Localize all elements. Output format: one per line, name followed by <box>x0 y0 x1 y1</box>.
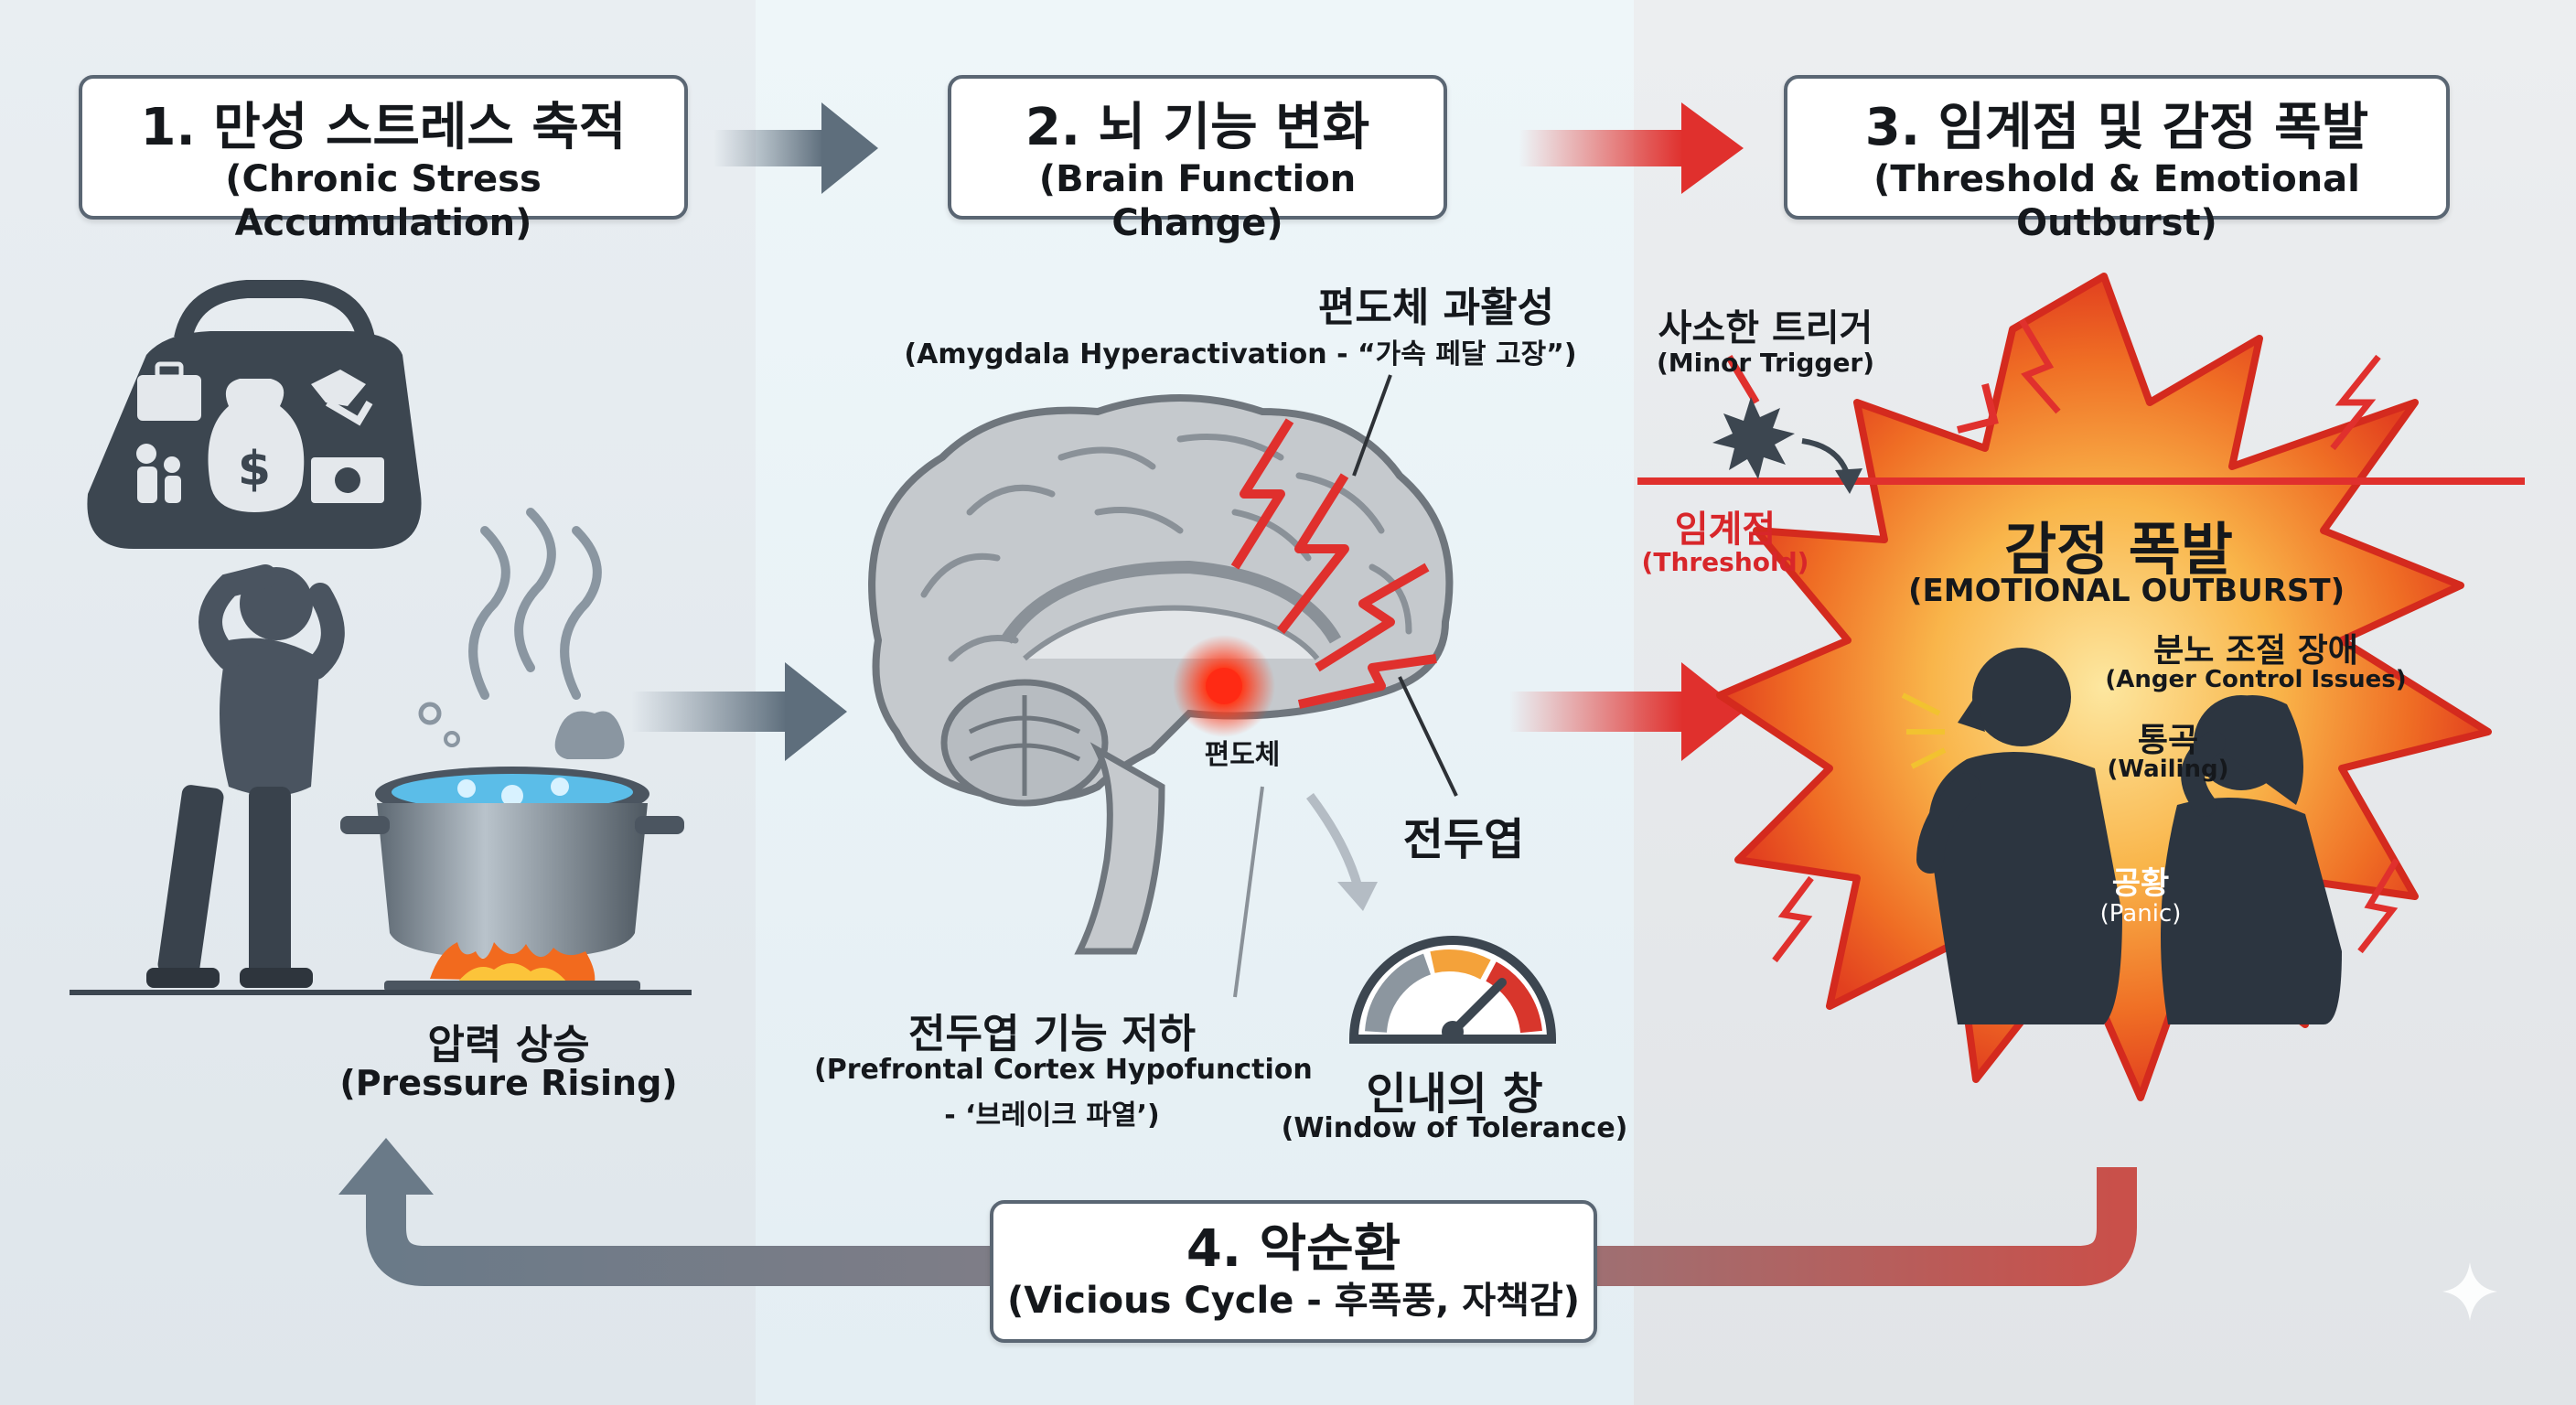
stage3-title: 3. 임계점 및 감정 폭발 <box>1864 98 2369 157</box>
shouting-person-silhouette <box>1916 648 2122 1024</box>
anger-subtitle: (Anger Control Issues) <box>2105 666 2407 693</box>
stage1-subtitle: (Chronic Stress Accumulation) <box>225 158 542 244</box>
stage4-subtitle: (Vicious Cycle - 후폭풍, 자책감) <box>1007 1280 1580 1322</box>
pfc-subtitle-line1: (Prefrontal Cortex Hypofunction <box>814 1054 1313 1086</box>
stage4-box: 4. 악순환 (Vicious Cycle - 후폭풍, 자책감) <box>990 1200 1597 1343</box>
arrow-brain-to-outburst <box>1509 662 1744 761</box>
stress-bag-icon <box>87 280 422 549</box>
stage3-subtitle: (Threshold & Emotional Outburst) <box>1873 158 2360 244</box>
stressed-person-icon <box>146 564 345 988</box>
threshold-subtitle: (Threshold) <box>1641 547 1809 577</box>
boiling-pot-icon <box>340 508 684 992</box>
trigger-title: 사소한 트리거 <box>1658 307 1873 349</box>
outburst-title: 감정 폭발 <box>2004 516 2233 583</box>
ground-line <box>70 990 692 995</box>
outburst-subtitle: (EMOTIONAL OUTBURST) <box>1908 573 2345 609</box>
amygdala-label: 편도체 <box>1204 739 1281 771</box>
tolerance-gauge-icon <box>1348 936 1557 1044</box>
arrow-stage2-to-stage3 <box>1519 102 1744 194</box>
pfc-title: 전두엽 기능 저하 <box>908 1011 1196 1057</box>
stage2-subtitle: (Brain Function Change) <box>1038 158 1357 244</box>
small-lightning-icons <box>1772 318 2400 963</box>
wailing-title: 통곡 <box>2137 722 2199 759</box>
panic-subtitle: (Panic) <box>2099 900 2182 928</box>
window-subtitle: (Window of Tolerance) <box>1281 1112 1628 1144</box>
dollar-icon: $ <box>238 442 271 497</box>
panic-title: 공황 <box>2111 865 2170 902</box>
stress-spark-icons <box>1901 692 1947 769</box>
brain-icon <box>868 394 1454 955</box>
amygdala-leader-line <box>1352 374 1392 477</box>
anger-title: 분노 조절 장애 <box>2153 632 2358 670</box>
pfc-leader-line <box>1233 786 1264 998</box>
pressure-title: 압력 상승 <box>427 1022 590 1068</box>
amygdala-subtitle: (Amygdala Hyperactivation - “가속 페달 고장”) <box>904 338 1577 370</box>
stage2-title: 2. 뇌 기능 변화 <box>1025 98 1370 157</box>
sparkle-icon <box>2442 1262 2497 1321</box>
amygdala-title: 편도체 과활성 <box>1317 284 1555 331</box>
stage3-box: 3. 임계점 및 감정 폭발 (Threshold & Emotional Ou… <box>1784 75 2450 244</box>
pfc-subtitle-line2: - ‘브레이크 파열’) <box>944 1099 1160 1132</box>
stage1-title: 1. 만성 스트레스 축적 <box>140 98 627 157</box>
threshold-title: 임계점 <box>1674 509 1776 551</box>
stage4-title: 4. 악순환 <box>1186 1219 1401 1279</box>
stage2-box: 2. 뇌 기능 변화 (Brain Function Change) <box>948 75 1447 244</box>
trigger-star-icon <box>1712 397 1795 479</box>
stage1-box: 1. 만성 스트레스 축적 (Chronic Stress Accumulati… <box>79 75 688 244</box>
arrow-pot-to-brain <box>631 662 847 761</box>
frontal-lobe-label: 전두엽 <box>1402 814 1525 865</box>
down-curve-arrow <box>1306 792 1378 911</box>
window-title: 인내의 창 <box>1366 1068 1543 1120</box>
pressure-subtitle: (Pressure Rising) <box>339 1063 678 1103</box>
wailing-subtitle: (Wailing) <box>2107 756 2229 783</box>
arrow-stage1-to-stage2 <box>714 102 878 194</box>
trigger-subtitle: (Minor Trigger) <box>1656 348 1875 378</box>
trigger-arrow <box>1801 438 1862 494</box>
frontal-leader-line <box>1398 676 1458 797</box>
crying-person-silhouette <box>2161 695 2342 1024</box>
